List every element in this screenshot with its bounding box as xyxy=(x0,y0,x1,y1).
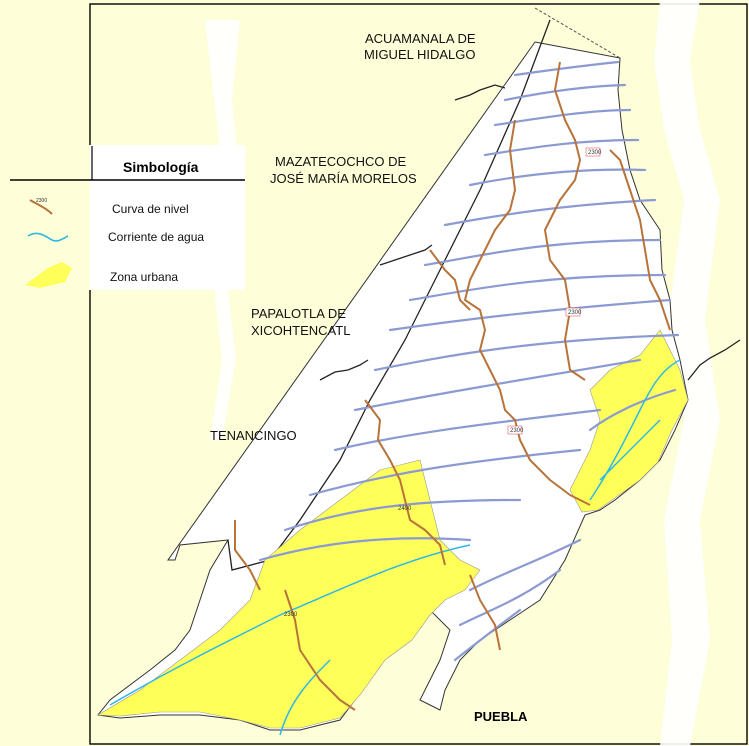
legend-panel xyxy=(90,145,245,290)
place-acuamanala-line2: MIGUEL HIDALGO xyxy=(364,47,475,62)
place-tenancingo: TENANCINGO xyxy=(210,428,297,443)
place-mazatecochco-line1: MAZATECOCHCO DE xyxy=(275,154,407,169)
map-frame xyxy=(89,3,748,745)
place-labels: ACUAMANALA DE MIGUEL HIDALGO MAZATECOCHC… xyxy=(210,31,528,724)
contour-lines xyxy=(258,60,680,662)
water-stream-icon xyxy=(27,232,69,242)
legend-item-contour: Curva de nivel xyxy=(112,202,189,216)
place-acuamanala-line1: ACUAMANALA DE xyxy=(365,31,476,46)
elevation-label-3: 2300 xyxy=(510,428,524,434)
legend-title: Simbología xyxy=(123,159,199,175)
elevation-label-2: 2300 xyxy=(568,310,582,316)
legend-item-urban: Zona urbana xyxy=(110,270,178,284)
elevation-label-1: 2300 xyxy=(588,150,602,156)
urban-zone-icon xyxy=(25,262,72,288)
svg-text:2300: 2300 xyxy=(36,198,47,204)
elevation-labels: 2300 2300 2300 2400 2300 xyxy=(284,147,602,618)
place-mazatecochco-line2: JOSÉ MARÍA MORELOS xyxy=(270,171,417,186)
west-boundary xyxy=(227,19,551,571)
contour-line-icon: 2300 xyxy=(29,198,53,215)
legend: Simbología 2300 Curva de nivel Corriente… xyxy=(0,145,245,290)
place-puebla: PUEBLA xyxy=(474,709,528,724)
roads xyxy=(234,61,671,711)
elevation-label-5: 2300 xyxy=(284,612,298,618)
place-papalotla-line1: PAPALOTLA DE xyxy=(251,306,346,321)
external-lines xyxy=(319,84,741,381)
place-papalotla-line2: XICOHTENCATL xyxy=(251,323,350,338)
legend-background xyxy=(0,145,90,290)
elevation-label-4: 2400 xyxy=(398,506,412,512)
streams xyxy=(109,359,681,736)
northeast-boundary xyxy=(534,7,621,59)
legend-item-water: Corriente de agua xyxy=(108,230,204,244)
urban-zone-east xyxy=(569,329,689,513)
